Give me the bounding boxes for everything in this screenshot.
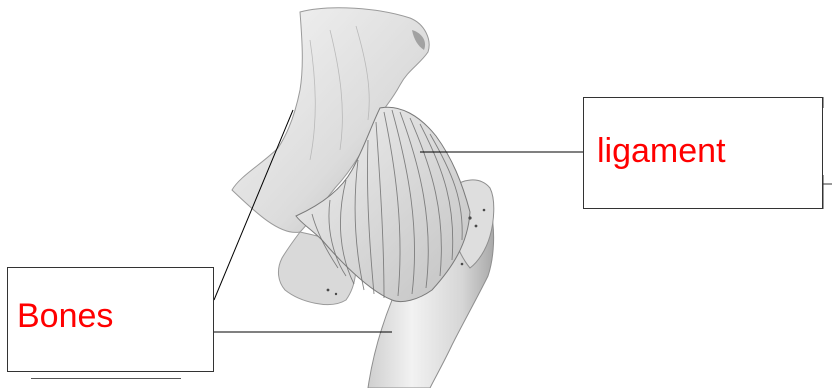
ligament-label-box: ligament xyxy=(583,97,823,209)
bones-box-underline xyxy=(31,378,181,379)
clipped-box-edge xyxy=(823,97,832,209)
bones-label-box: Bones xyxy=(7,267,214,372)
ligament-label: ligament xyxy=(597,134,726,168)
bones-label: Bones xyxy=(17,299,113,333)
